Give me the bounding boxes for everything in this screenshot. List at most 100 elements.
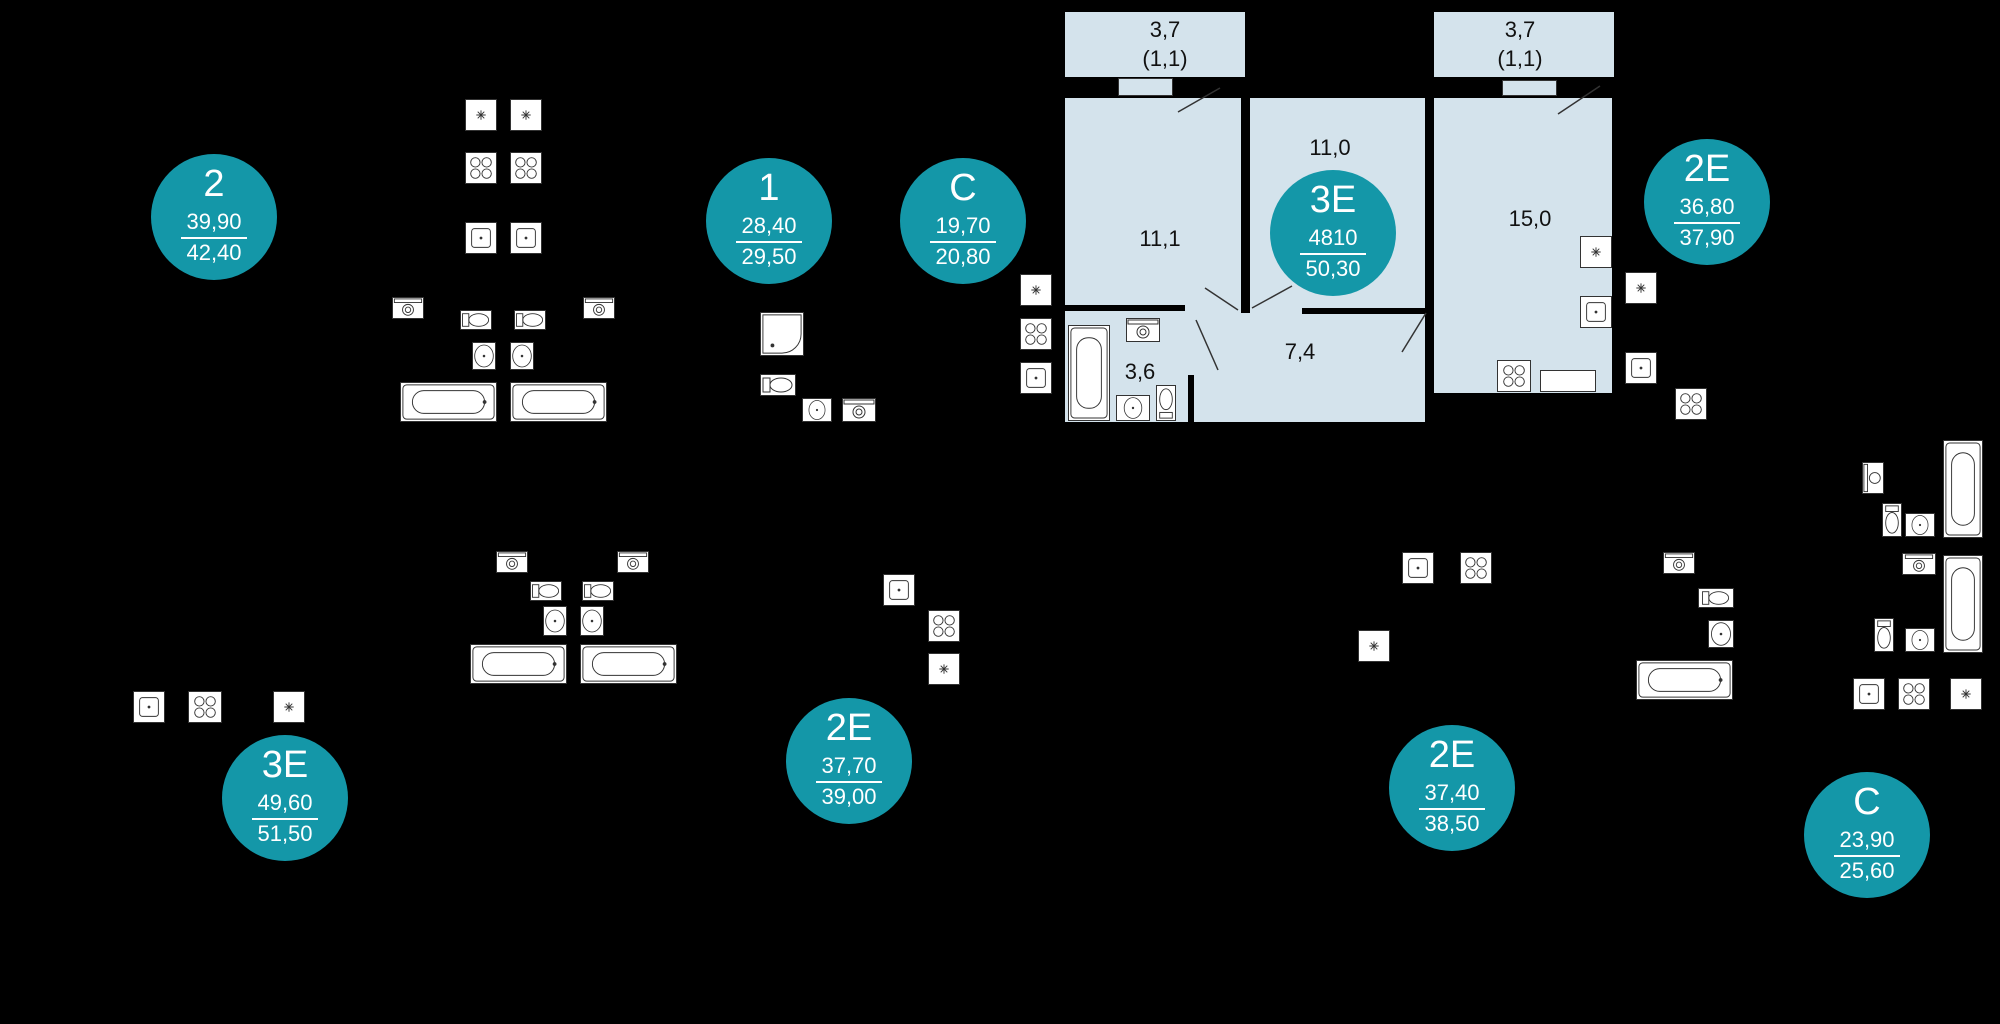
- apartment-type: 2Е: [1683, 148, 1731, 190]
- wall: [1218, 80, 1242, 96]
- balcony-right[interactable]: [1434, 12, 1614, 77]
- balcony-right-sub: (1,1): [1497, 46, 1543, 71]
- apartment-badge[interactable]: 2Е 37,40 38,50: [1389, 725, 1515, 851]
- living-area: 37,40: [1424, 780, 1480, 805]
- stove-icon: [510, 152, 542, 184]
- apartment-badge[interactable]: 2Е 36,80 37,90: [1644, 139, 1770, 265]
- living-area: 4810: [1308, 225, 1358, 250]
- window: [1502, 80, 1557, 96]
- divider: [1834, 855, 1900, 857]
- washbasin-icon: [510, 342, 534, 370]
- washer-icon: [617, 551, 649, 573]
- fridge-icon: [1625, 272, 1657, 304]
- washer-icon: [1126, 318, 1160, 342]
- washbasin-icon: [1905, 628, 1935, 652]
- bathtub-icon: [1943, 555, 1983, 653]
- divider: [1300, 253, 1366, 255]
- shower-icon: [760, 312, 804, 356]
- sink-icon: [1580, 296, 1612, 328]
- toilet-icon: [760, 374, 796, 396]
- total-area: 25,60: [1839, 858, 1895, 883]
- washbasin-icon: [1708, 620, 1734, 648]
- fridge-icon: [1358, 630, 1390, 662]
- living-area: 19,70: [935, 213, 991, 238]
- apartment-badge[interactable]: 2Е 37,70 39,00: [786, 698, 912, 824]
- divider: [1419, 808, 1485, 810]
- apartment-badge[interactable]: 1 28,40 29,50: [706, 158, 832, 284]
- total-area: 37,90: [1679, 225, 1735, 250]
- total-area: 39,00: [821, 784, 877, 809]
- toilet-icon: [1882, 503, 1902, 537]
- wall: [1425, 98, 1434, 308]
- fridge-icon: [510, 99, 542, 131]
- wall: [1241, 98, 1250, 313]
- apartment-badge[interactable]: 3Е 49,60 51,50: [222, 735, 348, 861]
- balcony-right-area: 3,7: [1504, 17, 1536, 42]
- hall[interactable]: [1185, 308, 1425, 422]
- bath-area: 3,6: [1124, 359, 1156, 384]
- toilet-icon: [1156, 385, 1176, 421]
- fridge-icon: [1950, 678, 1982, 710]
- total-area: 50,30: [1305, 256, 1361, 281]
- bathtub-icon: [580, 644, 677, 684]
- sink-icon: [465, 222, 497, 254]
- stove-icon: [1898, 678, 1930, 710]
- fridge-icon: [465, 99, 497, 131]
- wall: [1425, 393, 1615, 422]
- sink-icon: [1402, 552, 1434, 584]
- toilet-icon: [1874, 618, 1894, 652]
- fridge-icon: [928, 653, 960, 685]
- toilet-icon: [1698, 588, 1734, 608]
- toilet-icon: [582, 581, 614, 601]
- balcony-left-area: 3,7: [1149, 17, 1181, 42]
- stove-icon: [1675, 388, 1707, 420]
- divider: [930, 241, 996, 243]
- total-area: 29,50: [741, 244, 797, 269]
- room-left-area: 11,1: [1139, 226, 1181, 251]
- bathtub-icon: [1943, 440, 1983, 538]
- apartment-type: 3Е: [261, 744, 309, 786]
- balcony-left-sub: (1,1): [1142, 46, 1188, 71]
- apartment-type: 2: [203, 163, 225, 205]
- bathtub-icon: [470, 644, 567, 684]
- washer-icon: [1862, 462, 1884, 494]
- fridge-icon: [273, 691, 305, 723]
- balcony-left[interactable]: [1065, 12, 1245, 77]
- room-middle-area: 11,0: [1309, 135, 1351, 160]
- washer-icon: [392, 297, 424, 319]
- stove-icon: [1020, 318, 1052, 350]
- divider: [181, 237, 247, 239]
- living-area: 36,80: [1679, 194, 1735, 219]
- living-area: 23,90: [1839, 827, 1895, 852]
- living-area: 28,40: [741, 213, 797, 238]
- sink-icon: [510, 222, 542, 254]
- sink-icon: [1020, 362, 1052, 394]
- wall: [1065, 305, 1185, 311]
- washbasin-icon: [1905, 513, 1935, 537]
- sink-icon: [883, 574, 915, 606]
- washer-icon: [496, 551, 528, 573]
- apartment-badge[interactable]: 2 39,90 42,40: [151, 154, 277, 280]
- washer-icon: [1902, 553, 1936, 575]
- total-area: 42,40: [186, 240, 242, 265]
- apartment-type: 2Е: [1428, 734, 1476, 776]
- countertop: [1540, 370, 1596, 392]
- door-swings: [1177, 85, 1601, 371]
- divider: [736, 241, 802, 243]
- wall: [1188, 375, 1194, 422]
- room-right-area: 15,0: [1508, 206, 1552, 231]
- divider: [252, 818, 318, 820]
- apartment-badge-selected[interactable]: 3Е 4810 50,30: [1270, 170, 1396, 296]
- washer-icon: [842, 398, 876, 422]
- bathtub-icon: [1068, 325, 1110, 421]
- apartment-badge[interactable]: С 19,70 20,80: [900, 158, 1026, 284]
- toilet-icon: [460, 310, 492, 330]
- washbasin-icon: [580, 606, 604, 636]
- room-left[interactable]: [1065, 98, 1241, 313]
- washbasin-icon: [543, 606, 567, 636]
- apartment-badge[interactable]: С 23,90 25,60: [1804, 772, 1930, 898]
- stove-icon: [1460, 552, 1492, 584]
- total-area: 38,50: [1424, 811, 1480, 836]
- stove-icon: [465, 152, 497, 184]
- washbasin-icon: [802, 398, 832, 422]
